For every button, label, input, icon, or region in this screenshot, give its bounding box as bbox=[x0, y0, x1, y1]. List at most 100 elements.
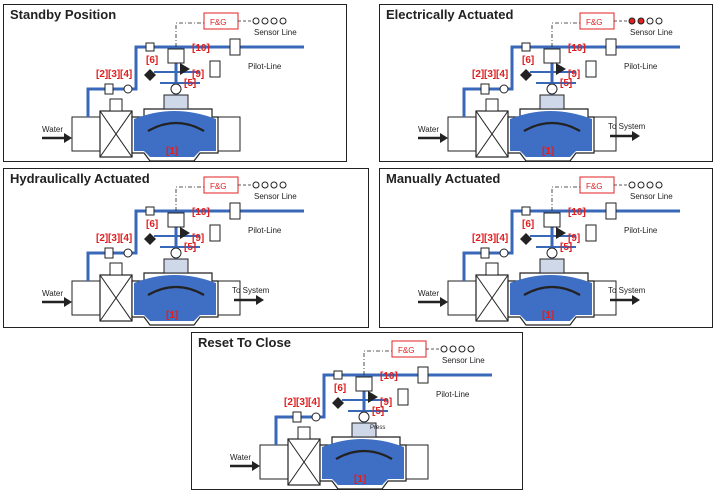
hydraulic-release-valve bbox=[546, 247, 558, 259]
check-valve bbox=[145, 206, 155, 216]
diaphragm bbox=[523, 285, 581, 296]
pilot-line-label: Pilot-Line bbox=[248, 226, 282, 235]
solenoid-coil bbox=[167, 48, 185, 64]
panel-title: Manually Actuated bbox=[386, 171, 501, 186]
callout-label: [10] bbox=[568, 207, 586, 218]
callout-label: [1] bbox=[542, 310, 554, 321]
sensor-dot bbox=[467, 345, 475, 353]
strainer bbox=[104, 83, 114, 95]
signal-line bbox=[175, 22, 204, 47]
panel-title: Hydraulically Actuated bbox=[10, 171, 150, 186]
diaphragm bbox=[335, 449, 393, 460]
panel-title: Electrically Actuated bbox=[386, 7, 514, 22]
signal-line bbox=[551, 22, 580, 47]
pilot-valve bbox=[229, 202, 241, 220]
manual-release-valve bbox=[520, 233, 532, 245]
callout-label: [3] bbox=[296, 397, 308, 408]
isolation-valve-bonnet bbox=[109, 98, 123, 112]
valve-cover bbox=[163, 94, 189, 110]
drain-valve bbox=[209, 60, 221, 78]
drain-valve bbox=[397, 388, 409, 406]
check-valve bbox=[333, 370, 343, 380]
to-system-label: To System bbox=[232, 286, 270, 295]
solenoid-valve bbox=[556, 227, 566, 239]
strainer bbox=[104, 247, 114, 259]
sensor-dot bbox=[279, 181, 287, 189]
isolation-valve-cross bbox=[475, 274, 509, 322]
diaphragm bbox=[147, 121, 205, 132]
water-fill bbox=[134, 275, 216, 321]
valve-cover bbox=[539, 94, 565, 110]
callout-label: [10] bbox=[192, 207, 210, 218]
priming-line-upper bbox=[500, 45, 525, 91]
isolation-valve-bonnet bbox=[485, 98, 499, 112]
sensor-dot bbox=[252, 17, 260, 25]
callout-label: [5] bbox=[372, 406, 384, 417]
callout-label: [3] bbox=[108, 233, 120, 244]
priming-line-upper bbox=[124, 209, 149, 255]
sensor-dot bbox=[458, 345, 466, 353]
water-arrow-head bbox=[440, 133, 448, 143]
press-label: Press bbox=[370, 425, 385, 431]
isolation-valve-cross bbox=[287, 438, 321, 486]
sensor-dot bbox=[252, 181, 260, 189]
callout-label: [6] bbox=[334, 383, 346, 394]
sensor-dot bbox=[440, 345, 448, 353]
check-valve bbox=[521, 206, 531, 216]
hydraulic-release-valve bbox=[170, 247, 182, 259]
callout-label: [4] bbox=[308, 397, 320, 408]
drain-valve bbox=[209, 224, 221, 242]
callout-label: [3] bbox=[484, 233, 496, 244]
callout-label: [4] bbox=[120, 233, 132, 244]
check-valve bbox=[521, 42, 531, 52]
signal-line bbox=[175, 186, 204, 211]
solenoid-coil bbox=[543, 212, 561, 228]
callout-label: [10] bbox=[192, 43, 210, 54]
manual-release-valve bbox=[144, 69, 156, 81]
restriction-orifice bbox=[123, 84, 133, 94]
callout-label: [6] bbox=[146, 219, 158, 230]
sensor-dot bbox=[261, 17, 269, 25]
sensor-line-label: Sensor Line bbox=[254, 192, 297, 201]
pilot-valve bbox=[417, 366, 429, 384]
callout-label: [9] bbox=[568, 69, 580, 80]
panel-title: Reset To Close bbox=[198, 335, 291, 350]
water-fill bbox=[134, 111, 216, 157]
solenoid-coil bbox=[167, 212, 185, 228]
signal-line bbox=[363, 350, 392, 375]
fg-label: F&G bbox=[210, 18, 226, 27]
callout-label: [9] bbox=[380, 397, 392, 408]
sensor-dot bbox=[628, 181, 636, 189]
isolation-valve-bonnet bbox=[109, 262, 123, 276]
priming-line-upper bbox=[500, 209, 525, 255]
callout-label: [5] bbox=[184, 78, 196, 89]
sensor-dot bbox=[270, 181, 278, 189]
drain-valve bbox=[585, 224, 597, 242]
to-system-label: To System bbox=[608, 122, 646, 131]
solenoid-valve bbox=[180, 63, 190, 75]
manual-release-valve bbox=[144, 233, 156, 245]
callout-label: [2] bbox=[96, 233, 108, 244]
sensor-dot bbox=[646, 181, 654, 189]
isolation-valve-bonnet bbox=[297, 426, 311, 440]
hydraulic-release-valve bbox=[170, 83, 182, 95]
callout-label: [5] bbox=[560, 242, 572, 253]
manual-release-valve bbox=[520, 69, 532, 81]
sensor-line-label: Sensor Line bbox=[630, 192, 673, 201]
callout-label: [1] bbox=[354, 474, 366, 485]
hydraulic-release-valve bbox=[358, 411, 370, 423]
restriction-orifice bbox=[123, 248, 133, 258]
sensor-line-label: Sensor Line bbox=[442, 356, 485, 365]
signal-line bbox=[551, 186, 580, 211]
sensor-dot bbox=[279, 17, 287, 25]
callout-label: [10] bbox=[380, 371, 398, 382]
callout-label: [5] bbox=[184, 242, 196, 253]
sensor-dot bbox=[655, 181, 663, 189]
